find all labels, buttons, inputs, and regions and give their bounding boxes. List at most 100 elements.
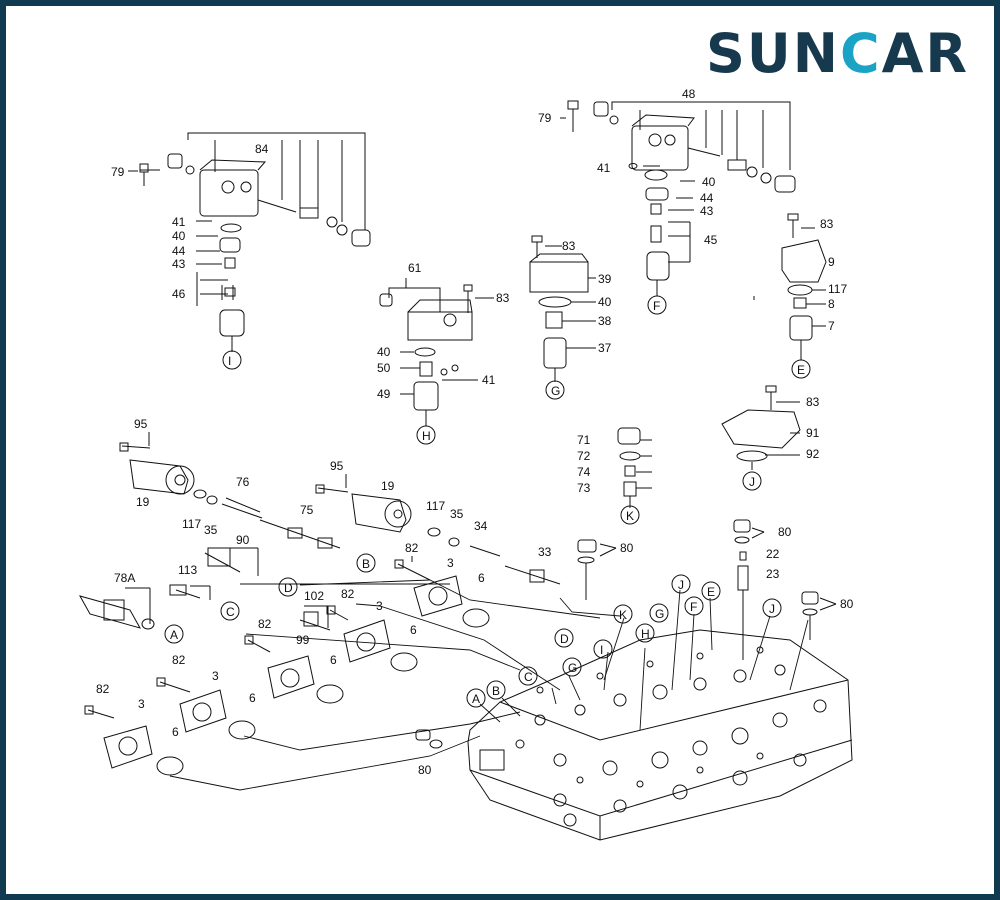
svg-text:G: G [655,607,664,621]
svg-text:K: K [619,608,627,622]
assembly-71 [617,427,641,508]
part-label: 80 [620,541,634,555]
part-label: 49 [377,387,391,401]
part-label: 8 [828,297,835,311]
callout-F: F [647,295,667,315]
svg-text:J: J [749,475,755,489]
assembly-61 [379,284,494,426]
svg-text:G: G [568,661,577,675]
flange-parts [84,559,490,776]
part-label: 80 [418,763,432,777]
part-label: 74 [577,465,591,479]
part-label: 95 [330,459,344,473]
callout-E: E [791,359,811,379]
part-label: 40 [377,345,391,359]
circled-callouts: I F H G E J K B D C A J E F G K H D I G … [164,295,811,708]
part-label: 44 [700,191,714,205]
part-label: 50 [377,361,391,375]
svg-text:B: B [492,684,500,698]
spool-assemblies [78,442,561,631]
callout-I: I [222,350,242,370]
callout-D: D [278,577,298,597]
part-label: 82 [258,617,272,631]
svg-text:C: C [226,605,235,619]
part-label: 6 [249,691,256,705]
part-label: 78A [114,571,135,585]
callout-J: J [742,471,762,491]
svg-text:K: K [626,509,634,523]
label-leaders [148,227,837,611]
part-label: 90 [236,533,250,547]
part-label: 82 [96,682,110,696]
callout-H: H [635,623,655,643]
part-label: 3 [376,599,383,613]
part-label: 40 [172,229,186,243]
part-label: 41 [597,161,611,175]
callout-C: C [518,666,538,686]
callout-A: A [466,688,486,708]
part-label: 43 [700,204,714,218]
callout-C: C [220,601,240,621]
part-label: 6 [172,725,179,739]
part-label: 7 [828,319,835,333]
part-label: 91 [806,426,820,440]
part-label: 117 [426,499,445,513]
part-label: 35 [450,507,464,521]
part-label: 83 [806,395,820,409]
part-label: 3 [212,669,219,683]
svg-text:E: E [797,363,805,377]
assembly-39 [529,235,589,382]
callout-E: E [701,581,721,601]
callout-B: B [356,553,376,573]
part-label: 92 [806,447,820,461]
callout-A: A [164,624,184,644]
svg-text:E: E [707,585,715,599]
part-label: 19 [381,479,395,493]
svg-text:I: I [600,643,603,657]
valve-body [467,629,853,841]
part-number-labels: 84 79 41 40 44 43 46 48 79 41 40 44 43 4… [96,87,854,777]
part-label: 33 [538,545,552,559]
part-label: 117 [182,517,201,531]
part-label: 99 [296,633,310,647]
svg-text:F: F [690,600,697,614]
part-label: 39 [598,272,612,286]
part-label: 83 [820,217,834,231]
connector-lines [169,579,809,791]
assembly-9 [781,213,827,360]
part-label: 6 [478,571,485,585]
part-label: 75 [300,503,314,517]
part-label: 79 [111,165,125,179]
callout-J: J [671,574,691,594]
part-label: 19 [136,495,150,509]
part-label: 79 [538,111,552,125]
part-label: 37 [598,341,612,355]
svg-text:A: A [472,692,480,706]
part-label: 83 [562,239,576,253]
svg-text:J: J [769,602,775,616]
part-label: 72 [577,449,591,463]
part-label: 38 [598,314,612,328]
part-label: 83 [496,291,510,305]
assembly-91 [721,385,801,470]
svg-text:B: B [362,557,370,571]
part-label: 41 [482,373,496,387]
part-label: 61 [408,261,422,275]
svg-text:D: D [560,632,569,646]
part-label: 71 [577,433,591,447]
part-label: 80 [840,597,854,611]
callout-G: G [649,603,669,623]
part-label: 82 [405,541,419,555]
callout-I: I [593,639,613,659]
part-label: 9 [828,255,835,269]
svg-text:H: H [422,429,431,443]
part-label: 34 [474,519,488,533]
part-label: 41 [172,215,186,229]
part-label: 35 [204,523,218,537]
part-label: 80 [778,525,792,539]
part-label: 102 [304,589,324,603]
svg-text:A: A [170,628,178,642]
part-label: 76 [236,475,250,489]
part-label: 3 [138,697,145,711]
